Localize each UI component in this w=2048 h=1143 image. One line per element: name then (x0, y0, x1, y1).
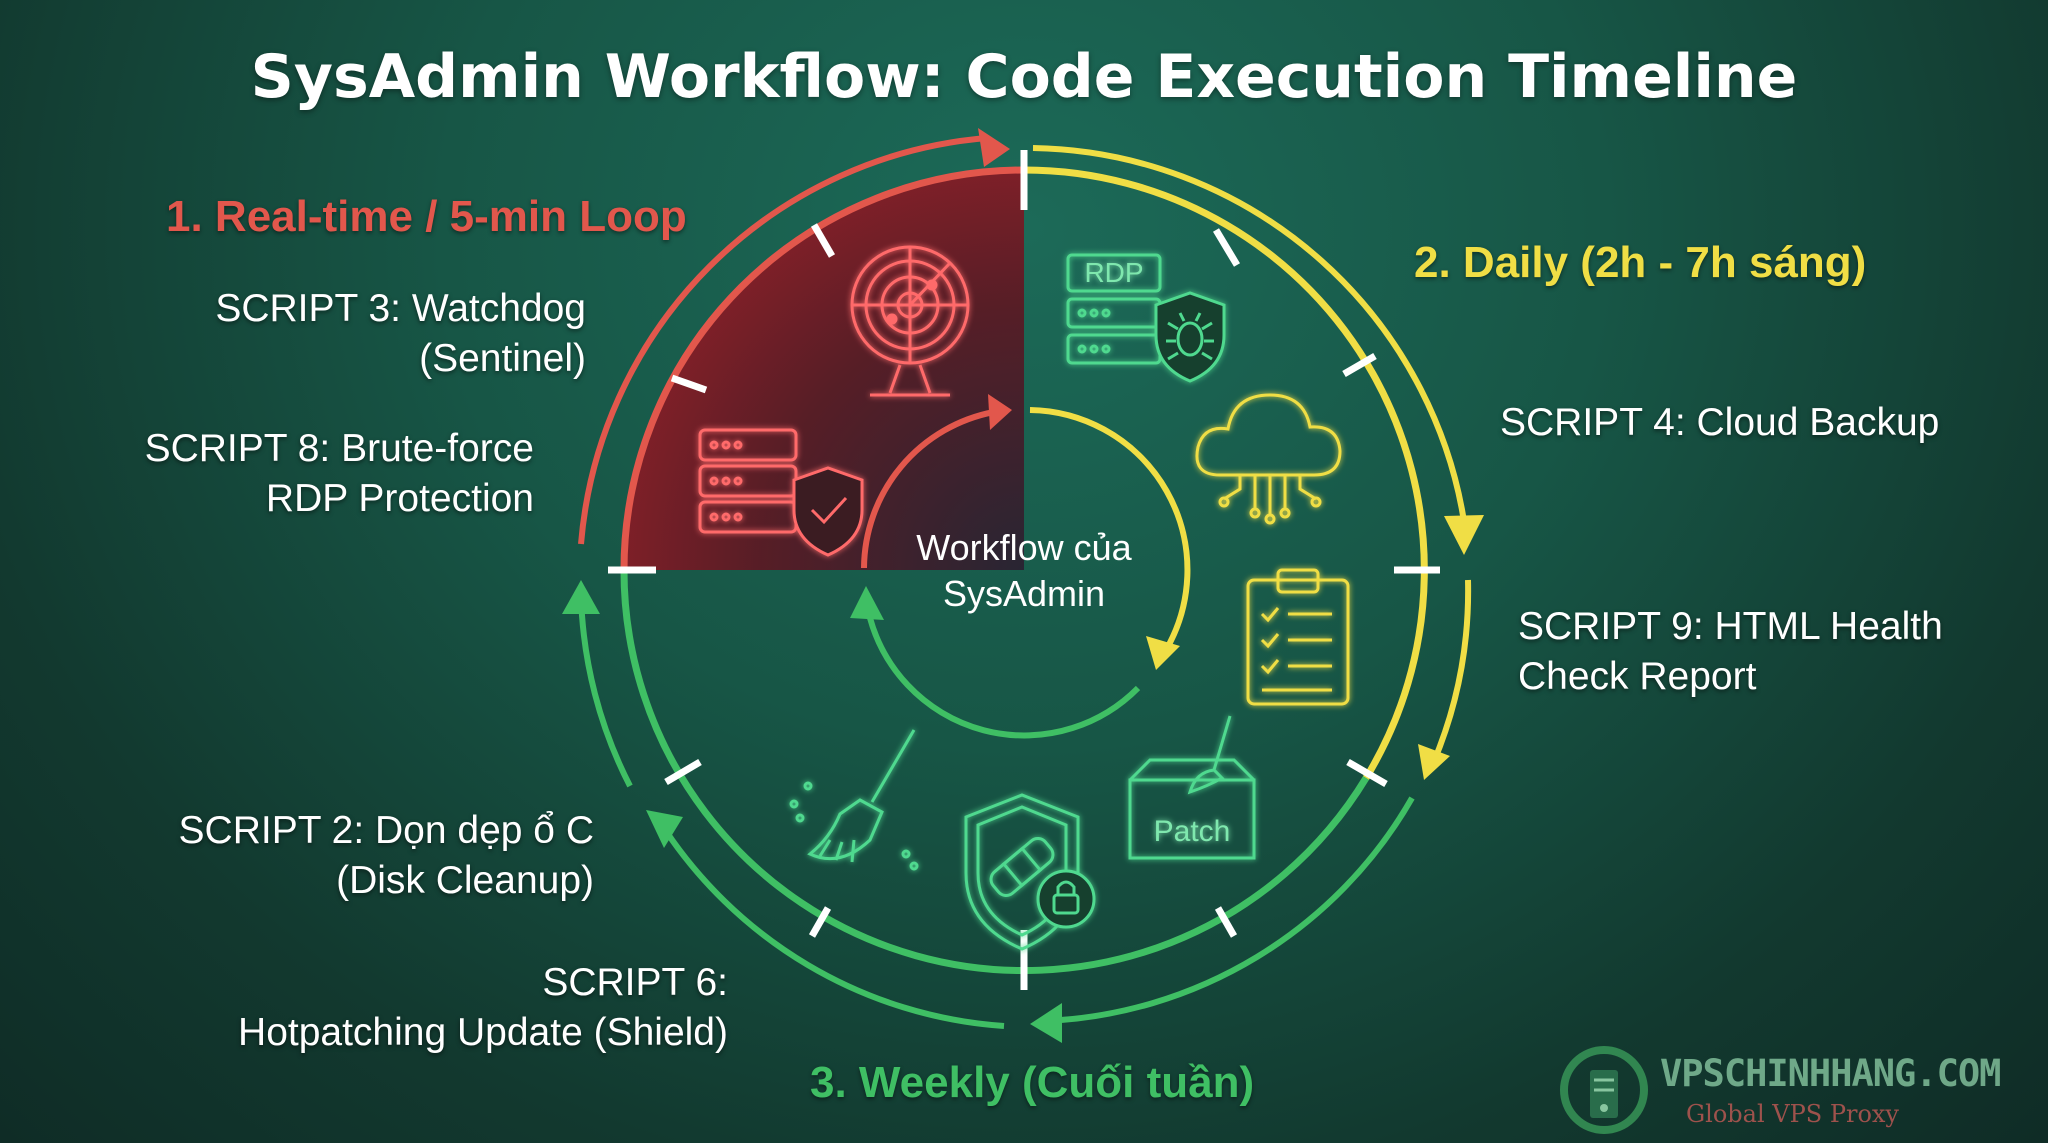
cloud-circuit-icon (1195, 393, 1342, 525)
patch-label: Patch (1154, 815, 1231, 848)
inner-ring-yellow (1023, 166, 1428, 780)
inner-ring-green (620, 569, 1369, 975)
realtime-sector (624, 170, 1024, 570)
script-4-label: SCRIPT 4: Cloud Backup (1500, 401, 1940, 444)
center-arrow-red (988, 394, 1012, 430)
phase-weekly-label: 3. Weekly (Cuối tuần) (810, 1058, 1255, 1107)
broom-icon (789, 729, 919, 871)
ring-ticks (608, 150, 1440, 990)
center-arrow-green (850, 586, 884, 620)
page-title: SysAdmin Workflow: Code Execution Timeli… (250, 42, 1798, 112)
outer-arrow-yellow-2 (1418, 744, 1450, 780)
phase-daily-label: 2. Daily (2h - 7h sáng) (1414, 238, 1867, 287)
outer-arrow-yellow-1 (1444, 515, 1484, 555)
outer-arc-yellow-1 (1032, 145, 1469, 536)
brand-name: VPSCHINHHANG.COM (1660, 1052, 2001, 1095)
center-label-line-2: SysAdmin (942, 573, 1106, 614)
outer-arrow-green-3 (562, 580, 600, 614)
center-label-line-1: Workflow của (916, 527, 1132, 568)
radar-icon (850, 245, 970, 397)
center-label: Workflow của SysAdmin (884, 525, 1164, 617)
clipboard-checklist-icon (1246, 568, 1350, 706)
outer-arc-green-2 (657, 820, 1005, 1029)
brand-watermark: VPSCHINHHANG.COM Global VPS Proxy (1558, 1044, 2001, 1134)
outer-arc-red (578, 135, 988, 545)
script-3-label: SCRIPT 3: Watchdog(Sentinel) (215, 287, 586, 380)
outer-arrow-green-2 (646, 810, 683, 848)
brand-logo-icon (1560, 1046, 1648, 1134)
outer-arc-green-3 (578, 595, 633, 788)
rdp-server-bug-shield-icon: RDP (1066, 253, 1226, 383)
script-2-label: SCRIPT 2: Dọn dẹp ổ C(Disk Cleanup) (178, 809, 594, 902)
brand-tagline: Global VPS Proxy (1686, 1100, 1899, 1128)
rdp-label: RDP (1084, 257, 1143, 288)
server-shield-icon (698, 428, 864, 557)
script-6-label: SCRIPT 6:Hotpatching Update (Shield) (238, 961, 728, 1054)
outer-arc-green-1 (1043, 796, 1415, 1024)
shield-bandage-lock-icon (964, 793, 1096, 951)
inner-ring-red (620, 166, 1025, 571)
patch-box-brush-icon: Patch (1128, 715, 1256, 860)
outer-arc-yellow-2 (1429, 579, 1472, 768)
center-arc-yellow (1029, 407, 1191, 652)
center-arc-green (867, 617, 1141, 739)
phase-realtime-label: 1. Real-time / 5-min Loop (166, 192, 687, 241)
outer-arrow-red (978, 128, 1010, 167)
center-arc-red (861, 409, 995, 569)
center-arrow-yellow (1146, 636, 1180, 670)
outer-arrow-green-1 (1030, 1003, 1062, 1043)
